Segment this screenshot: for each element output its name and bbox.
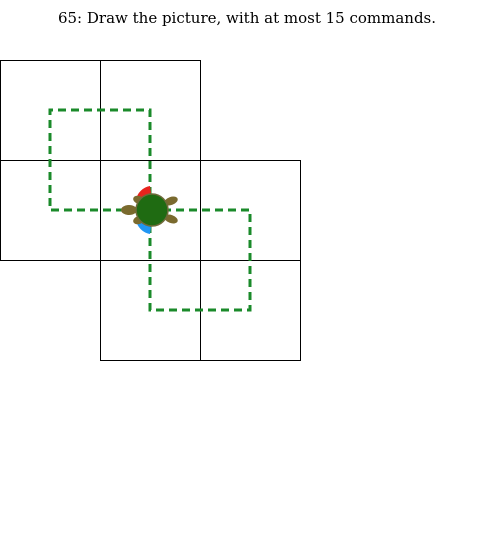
target-square-lower-right	[148, 208, 252, 312]
target-path	[48, 108, 252, 312]
turtle-head	[121, 205, 137, 215]
turtle-leg	[164, 214, 178, 224]
turtle-icon	[121, 193, 178, 227]
puzzle-instruction: 65: Draw the picture, with at most 15 co…	[57, 9, 437, 27]
turtle-leg	[164, 196, 178, 206]
turtle-shell	[135, 193, 169, 227]
target-square-upper-left	[48, 108, 152, 212]
